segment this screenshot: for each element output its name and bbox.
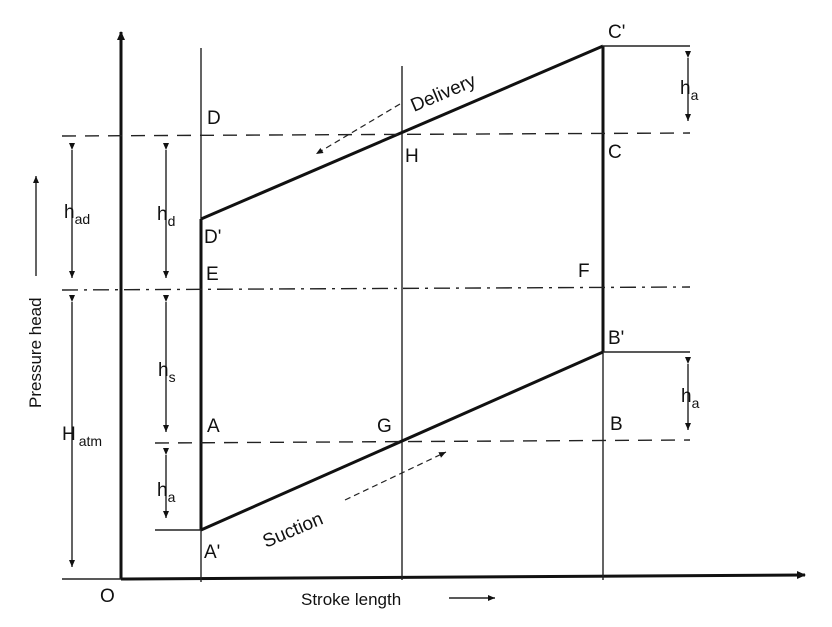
label-a-prime: A' bbox=[204, 542, 220, 563]
delivery-head-line bbox=[61, 132, 691, 137]
label-c-prime: C' bbox=[608, 22, 625, 43]
suction-head-line bbox=[154, 439, 691, 444]
suction-direction-arrow bbox=[344, 451, 447, 501]
label-e: E bbox=[206, 264, 219, 285]
label-h: H bbox=[405, 146, 419, 167]
atmospheric-line bbox=[61, 286, 691, 291]
label-delivery: Delivery bbox=[408, 70, 480, 116]
label-f: F bbox=[578, 261, 590, 282]
label-h-d: hd bbox=[157, 204, 175, 229]
label-h-ad: had bbox=[64, 202, 90, 227]
label-b: B bbox=[610, 414, 623, 435]
suction-line bbox=[200, 350, 604, 532]
label-suction: Suction bbox=[260, 509, 327, 553]
label-origin: O bbox=[100, 586, 115, 607]
y-axis-title: Pressure head bbox=[26, 297, 45, 408]
label-h-s: hs bbox=[158, 360, 176, 385]
delivery-line bbox=[200, 44, 604, 221]
label-d-prime: D' bbox=[204, 227, 221, 248]
x-axis-title: Stroke length bbox=[301, 590, 401, 609]
delivery-direction-arrow bbox=[315, 103, 401, 155]
label-a: A bbox=[207, 416, 220, 437]
label-c: C bbox=[608, 142, 622, 163]
label-g: G bbox=[377, 416, 392, 437]
label-d: D bbox=[207, 108, 221, 129]
label-h-a-right-top: ha bbox=[680, 78, 699, 103]
label-h-a-left: ha bbox=[157, 480, 176, 505]
label-b-prime: B' bbox=[608, 328, 624, 349]
x-axis bbox=[120, 571, 806, 581]
label-h-a-right-bottom: ha bbox=[681, 386, 700, 411]
